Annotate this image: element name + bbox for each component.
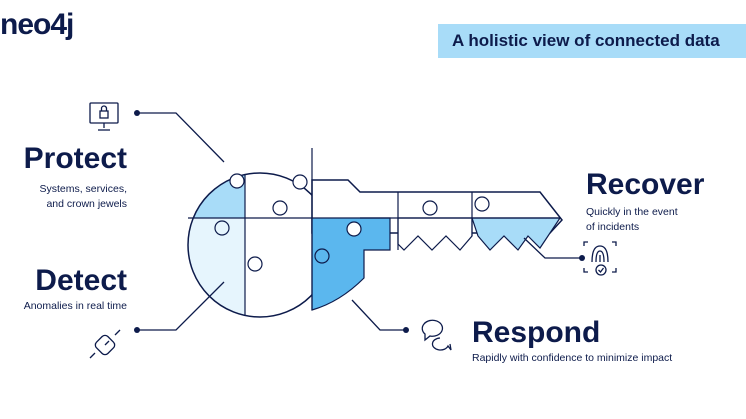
respond-title: Respond	[472, 316, 601, 349]
puzzle-piece-bottom-center	[245, 218, 315, 317]
monitor-lock-icon	[89, 102, 119, 131]
protect-desc-line2: and crown jewels	[46, 198, 127, 210]
fingerprint-icon	[583, 241, 617, 276]
protect-title: Protect	[23, 142, 127, 175]
connector-dots	[134, 110, 585, 333]
key-teeth	[397, 217, 473, 251]
headline-text: A holistic view of connected data	[452, 31, 720, 50]
detect-title: Detect	[35, 264, 127, 297]
key-head	[188, 173, 315, 317]
puzzle-piece-detect	[188, 218, 245, 317]
puzzle-lines	[188, 148, 560, 316]
respond-description: Rapidly with confidence to minimize impa…	[472, 352, 673, 364]
recover-desc-line2: of incidents	[586, 221, 640, 233]
detect-description: Anomalies in real time	[23, 300, 127, 312]
watch-icon	[89, 329, 121, 359]
protect-desc-line1: Systems, services,	[39, 183, 127, 195]
connector-lines	[137, 112, 582, 331]
puzzle-piece-recover	[471, 217, 562, 251]
recover-desc-line1: Quickly in the event	[586, 206, 678, 218]
speech-bubbles-icon	[421, 319, 452, 351]
recover-title: Recover	[586, 168, 705, 201]
headline-banner: A holistic view of connected data	[438, 24, 746, 58]
recover-description: Quickly in the event of incidents	[586, 205, 678, 235]
puzzle-piece-respond	[311, 217, 391, 311]
protect-description: Systems, services, and crown jewels	[39, 182, 127, 212]
neo4j-logo[interactable]: neo4j	[0, 8, 74, 41]
